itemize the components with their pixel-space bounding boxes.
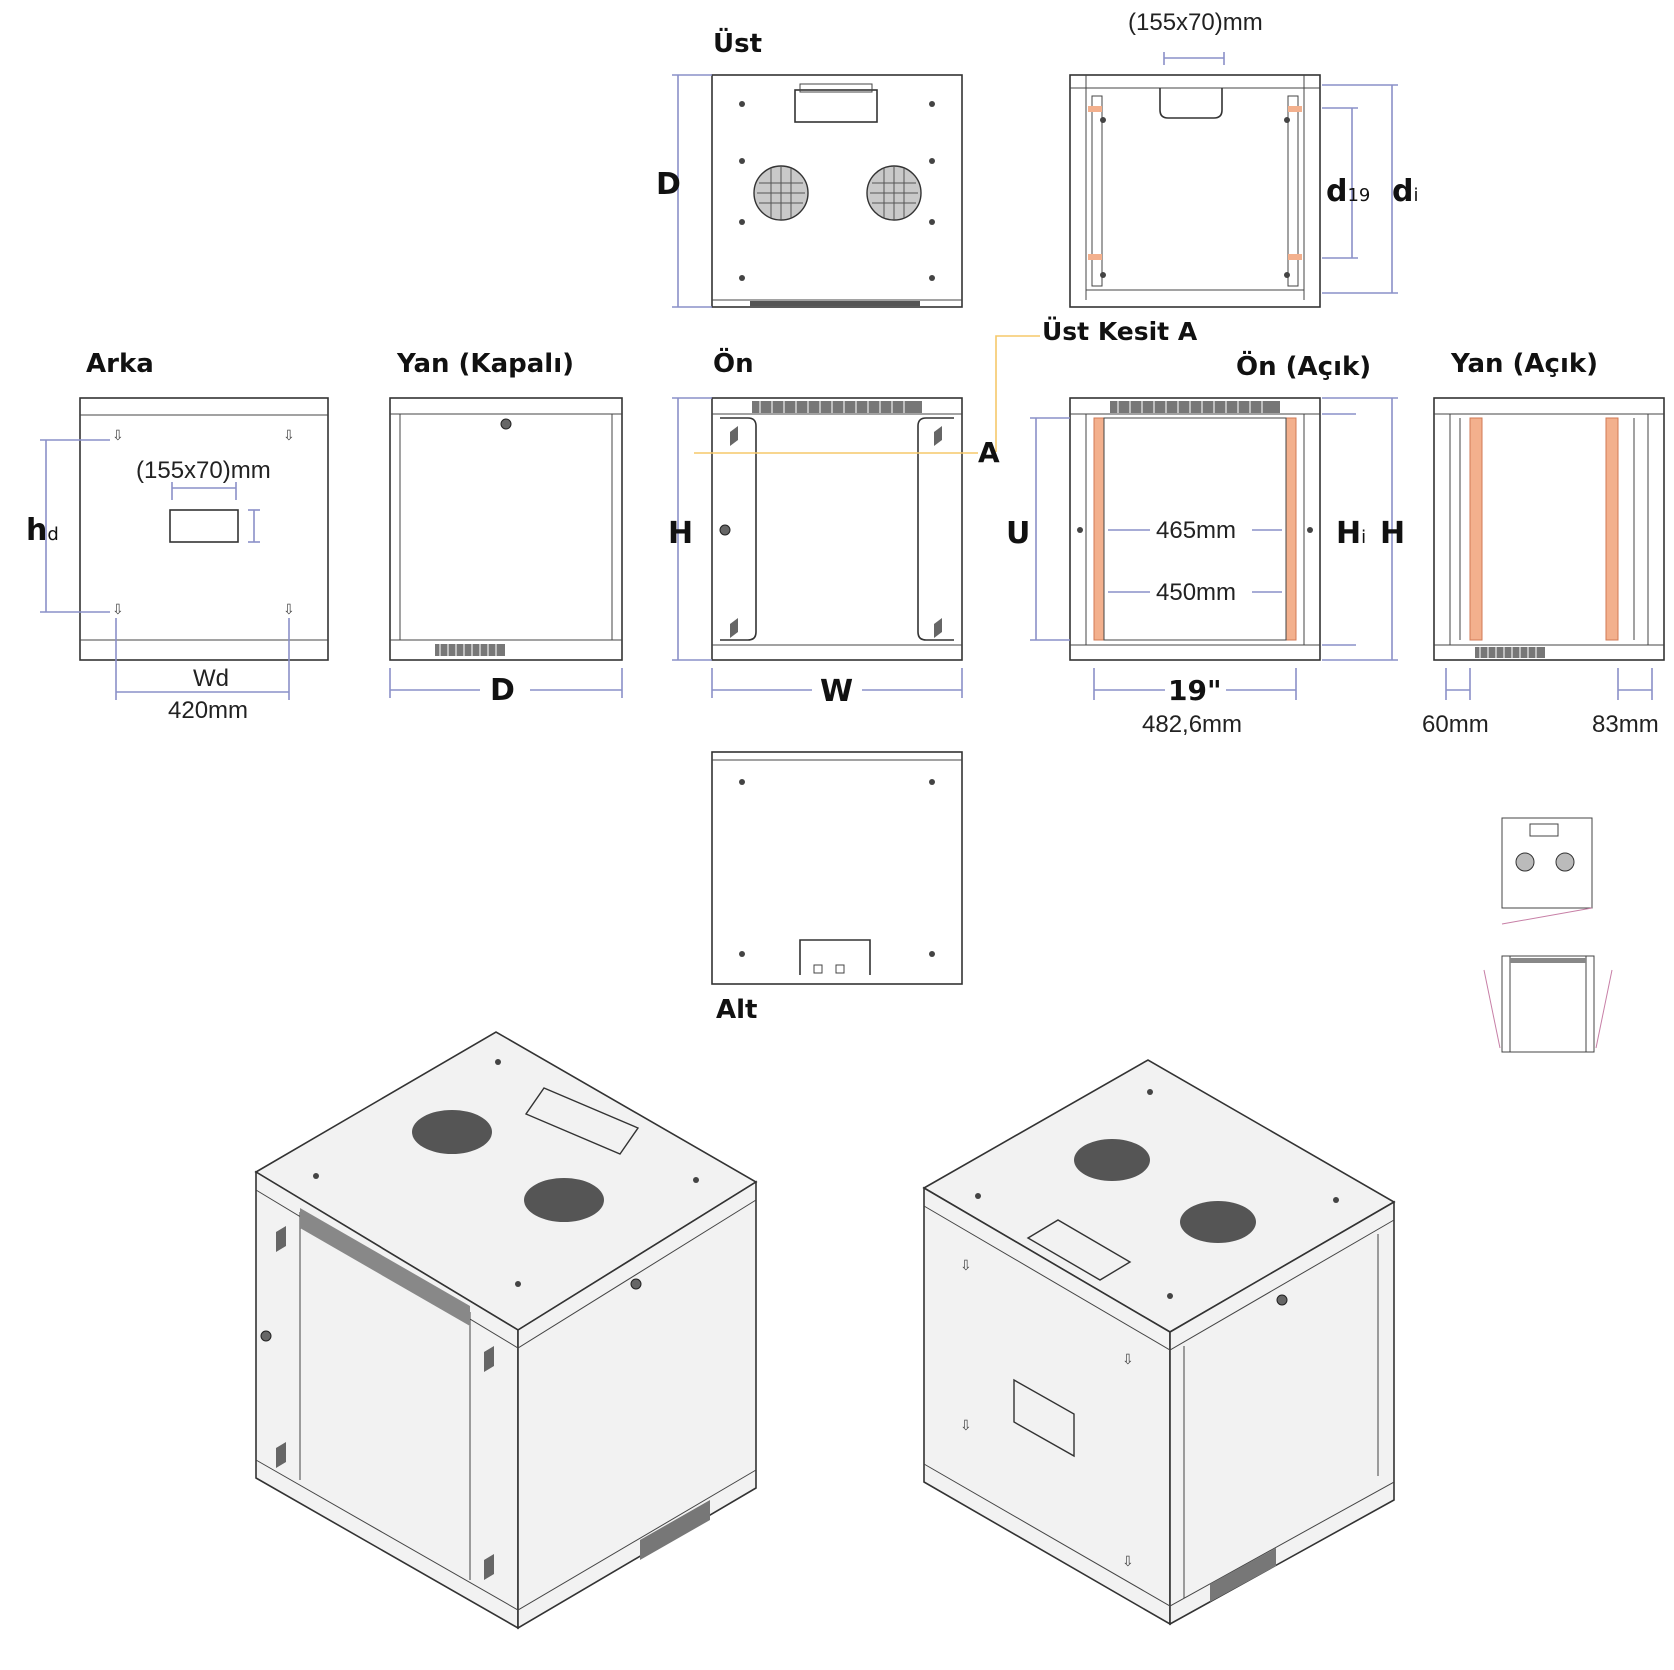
svg-text:⇩: ⇩ — [960, 1418, 972, 1434]
svg-text:⇩: ⇩ — [283, 602, 295, 618]
dim-60mm: 60mm — [1422, 711, 1489, 738]
dim-450mm: 450mm — [1156, 579, 1236, 606]
front-open-view: Ön (Açık) 465mm 450mm U — [1006, 349, 1405, 738]
dimension-19inch — [1093, 668, 1297, 700]
dim-d19: d19 — [1326, 174, 1370, 209]
label-section: Üst Kesit A — [1042, 316, 1198, 346]
dimension-d19 — [1322, 107, 1358, 259]
dim-D-side: D — [490, 673, 515, 708]
dim-H-front: H — [668, 516, 693, 551]
svg-text:⇩: ⇩ — [960, 1258, 972, 1274]
rack-rail-right — [1285, 417, 1297, 641]
thumbnail-section — [1483, 955, 1613, 1053]
dim-A: A — [978, 436, 1000, 469]
dimension-hd — [40, 439, 110, 613]
dim-di: di — [1392, 174, 1419, 209]
dimension-H-open — [1322, 397, 1398, 661]
dim-83mm: 83mm — [1592, 711, 1659, 738]
dim-W: W — [820, 674, 853, 709]
bottom-view: Alt — [711, 751, 963, 1025]
label-side-open: Yan (Açık) — [1450, 349, 1598, 379]
back-cable-cutout — [169, 509, 239, 543]
fan-grille-left — [753, 165, 809, 221]
dimension-di — [1322, 84, 1398, 294]
label-front-open: Ön (Açık) — [1236, 349, 1371, 382]
fan-grille-right — [866, 165, 922, 221]
dim-D-top: D — [656, 167, 681, 202]
dimension-Hi — [1322, 413, 1356, 646]
section-leader-line — [995, 335, 1040, 452]
side-closed-panel — [389, 397, 623, 661]
dim-465mm: 465mm — [1156, 517, 1236, 544]
label-bottom-view: Alt — [716, 995, 757, 1025]
label-back-view: Arka — [86, 349, 154, 379]
svg-text:⇩: ⇩ — [112, 602, 124, 618]
svg-text:⇩: ⇩ — [283, 428, 295, 444]
iso-back-cable-cutout — [1013, 1378, 1075, 1458]
side-open-view: Yan (Açık) 60mm 83mm — [1422, 349, 1665, 738]
dimension-W — [711, 668, 963, 698]
back-view: Arka (155x70)mm ⇩ ⇩ ⇩ ⇩ hd Wd 420mm — [26, 349, 329, 724]
bottom-panel — [711, 751, 963, 985]
dim-482mm: 482,6mm — [1142, 711, 1242, 738]
isometric-front-view — [254, 1031, 758, 1630]
svg-text:⇩: ⇩ — [112, 428, 124, 444]
dim-19inch: 19" — [1168, 674, 1222, 707]
dimension-60mm — [1445, 668, 1471, 700]
side-rail-front — [1469, 417, 1483, 641]
dim-H-open: H — [1380, 516, 1405, 551]
dimension-83mm — [1617, 668, 1653, 700]
dimension-wd — [115, 618, 290, 700]
dimension-D-side — [389, 668, 623, 698]
label-front-view: Ön — [713, 346, 754, 379]
label-top-view: Üst — [713, 26, 762, 59]
dim-420mm: 420mm — [168, 697, 248, 724]
side-closed-view: Yan (Kapalı) D — [389, 349, 623, 708]
svg-text:⇩: ⇩ — [1122, 1352, 1134, 1368]
back-panel — [79, 397, 329, 661]
dim-U: U — [1006, 516, 1030, 551]
front-open-frame — [1069, 397, 1321, 661]
front-view: Ön A H W — [668, 346, 1000, 709]
dim-wd: Wd — [193, 665, 229, 692]
bottom-cable-cutout — [799, 939, 871, 975]
isometric-back-view: ⇩ ⇩ ⇩ ⇩ — [922, 1059, 1396, 1626]
dim-cutout-back: (155x70)mm — [136, 457, 271, 484]
dim-cutout-top: (155x70)mm — [1128, 9, 1263, 36]
label-side-closed: Yan (Kapalı) — [396, 349, 574, 379]
svg-text:⇩: ⇩ — [1122, 1554, 1134, 1570]
top-view-panel — [711, 74, 963, 308]
rack-rail-left — [1093, 417, 1105, 641]
side-open-frame — [1433, 397, 1665, 661]
iso-right-right-face — [1169, 1200, 1395, 1626]
dim-hd: hd — [26, 513, 59, 548]
section-outline — [1069, 74, 1321, 308]
dim-Hi: Hi — [1336, 516, 1366, 551]
dimension-D-top — [672, 74, 712, 308]
thumbnail-top — [1501, 817, 1593, 925]
section-view: (155x70)mm d19 di Üst Kesit A — [995, 9, 1419, 452]
cable-cutout — [794, 89, 878, 123]
dimension-H-front — [672, 397, 712, 661]
dimension-U — [1030, 417, 1070, 641]
side-rail-rear — [1605, 417, 1619, 641]
top-view: Üst D — [656, 26, 963, 308]
front-panel — [711, 397, 963, 661]
